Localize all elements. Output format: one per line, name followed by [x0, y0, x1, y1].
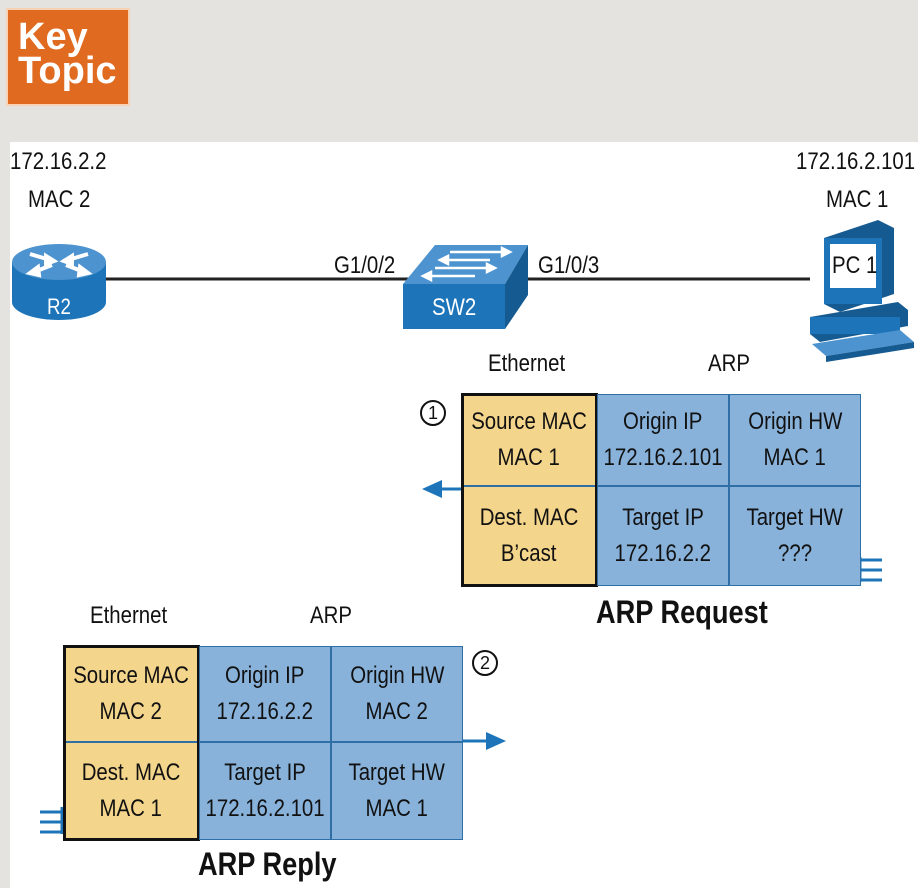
reply-target-ip-cell: Target IP 172.16.2.101 [199, 742, 331, 840]
topology-graphic [12, 220, 914, 834]
request-step-number: 1 [420, 400, 446, 426]
reply-target-hw-header: Target HW [348, 759, 446, 786]
reply-ethernet-label: Ethernet [90, 602, 168, 629]
r2-name: R2 [47, 294, 71, 319]
request-arrow [422, 480, 462, 498]
sw2-port-left: G1/0/2 [334, 252, 396, 279]
request-target-hw-value: ??? [777, 540, 813, 567]
request-target-hw-cell: Target HW ??? [729, 486, 861, 586]
request-origin-ip-header: Origin IP [623, 408, 703, 435]
reply-dest-mac-value: MAC 1 [99, 795, 163, 822]
r2-ip: 172.16.2.2 [10, 148, 107, 175]
switch-icon [403, 245, 528, 329]
reply-arrow [463, 732, 506, 750]
request-origin-hw-header: Origin HW [747, 408, 843, 435]
request-dest-mac-header: Dest. MAC [479, 504, 579, 531]
request-origin-hw-cell: Origin HW MAC 1 [729, 394, 861, 486]
r2-mac: MAC 2 [28, 186, 91, 213]
request-origin-hw-value: MAC 1 [763, 444, 827, 471]
request-target-ip-header: Target IP [622, 504, 704, 531]
reply-target-ip-header: Target IP [224, 759, 306, 786]
reply-origin-ip-value: 172.16.2.2 [216, 698, 314, 725]
request-frame-tail [858, 557, 882, 582]
key-topic-line2: Topic [18, 50, 117, 92]
reply-source-mac-cell: Source MAC MAC 2 [64, 646, 198, 742]
request-dest-mac-cell: Dest. MAC B’cast [462, 486, 596, 586]
reply-origin-ip-header: Origin IP [225, 662, 305, 689]
request-ethernet-label: Ethernet [488, 350, 566, 377]
request-target-hw-header: Target HW [746, 504, 844, 531]
reply-arp-label: ARP [310, 602, 352, 629]
reply-dest-mac-cell: Dest. MAC MAC 1 [64, 742, 198, 840]
reply-target-hw-cell: Target HW MAC 1 [331, 742, 463, 840]
reply-origin-ip-cell: Origin IP 172.16.2.2 [199, 646, 331, 742]
request-source-mac-value: MAC 1 [497, 444, 561, 471]
reply-origin-hw-cell: Origin HW MAC 2 [331, 646, 463, 742]
reply-step-number: 2 [472, 650, 498, 676]
key-topic-badge: Key Topic [6, 8, 130, 106]
reply-dest-mac-header: Dest. MAC [81, 759, 181, 786]
pc-icon [810, 220, 914, 362]
sw2-port-right: G1/0/3 [538, 252, 600, 279]
request-arp-label: ARP [708, 350, 750, 377]
sw2-name: SW2 [432, 294, 477, 321]
key-topic-line1: Key [18, 16, 88, 58]
reply-source-mac-value: MAC 2 [99, 698, 163, 725]
request-origin-ip-cell: Origin IP 172.16.2.101 [597, 394, 729, 486]
request-source-mac-cell: Source MAC MAC 1 [462, 394, 596, 486]
reply-source-mac-header: Source MAC [73, 662, 189, 689]
reply-target-ip-value: 172.16.2.101 [205, 795, 325, 822]
reply-origin-hw-header: Origin HW [349, 662, 445, 689]
reply-title: ARP Reply [198, 846, 337, 882]
request-origin-ip-value: 172.16.2.101 [603, 444, 723, 471]
request-dest-mac-value: B’cast [501, 540, 557, 567]
pc1-name: PC 1 [832, 252, 878, 279]
request-target-ip-value: 172.16.2.2 [614, 540, 712, 567]
reply-frame-tail [40, 807, 64, 834]
request-target-ip-cell: Target IP 172.16.2.2 [597, 486, 729, 586]
reply-target-hw-value: MAC 1 [365, 795, 429, 822]
pc1-ip: 172.16.2.101 [796, 148, 916, 175]
router-icon [12, 244, 106, 320]
pc1-mac: MAC 1 [826, 186, 889, 213]
request-title: ARP Request [596, 594, 768, 630]
arp-diagram: 172.16.2.2 MAC 2 R2 G1/0/2 G1/0/3 SW2 17… [10, 142, 918, 888]
reply-origin-hw-value: MAC 2 [365, 698, 429, 725]
request-source-mac-header: Source MAC [471, 408, 587, 435]
header-band [0, 0, 918, 140]
